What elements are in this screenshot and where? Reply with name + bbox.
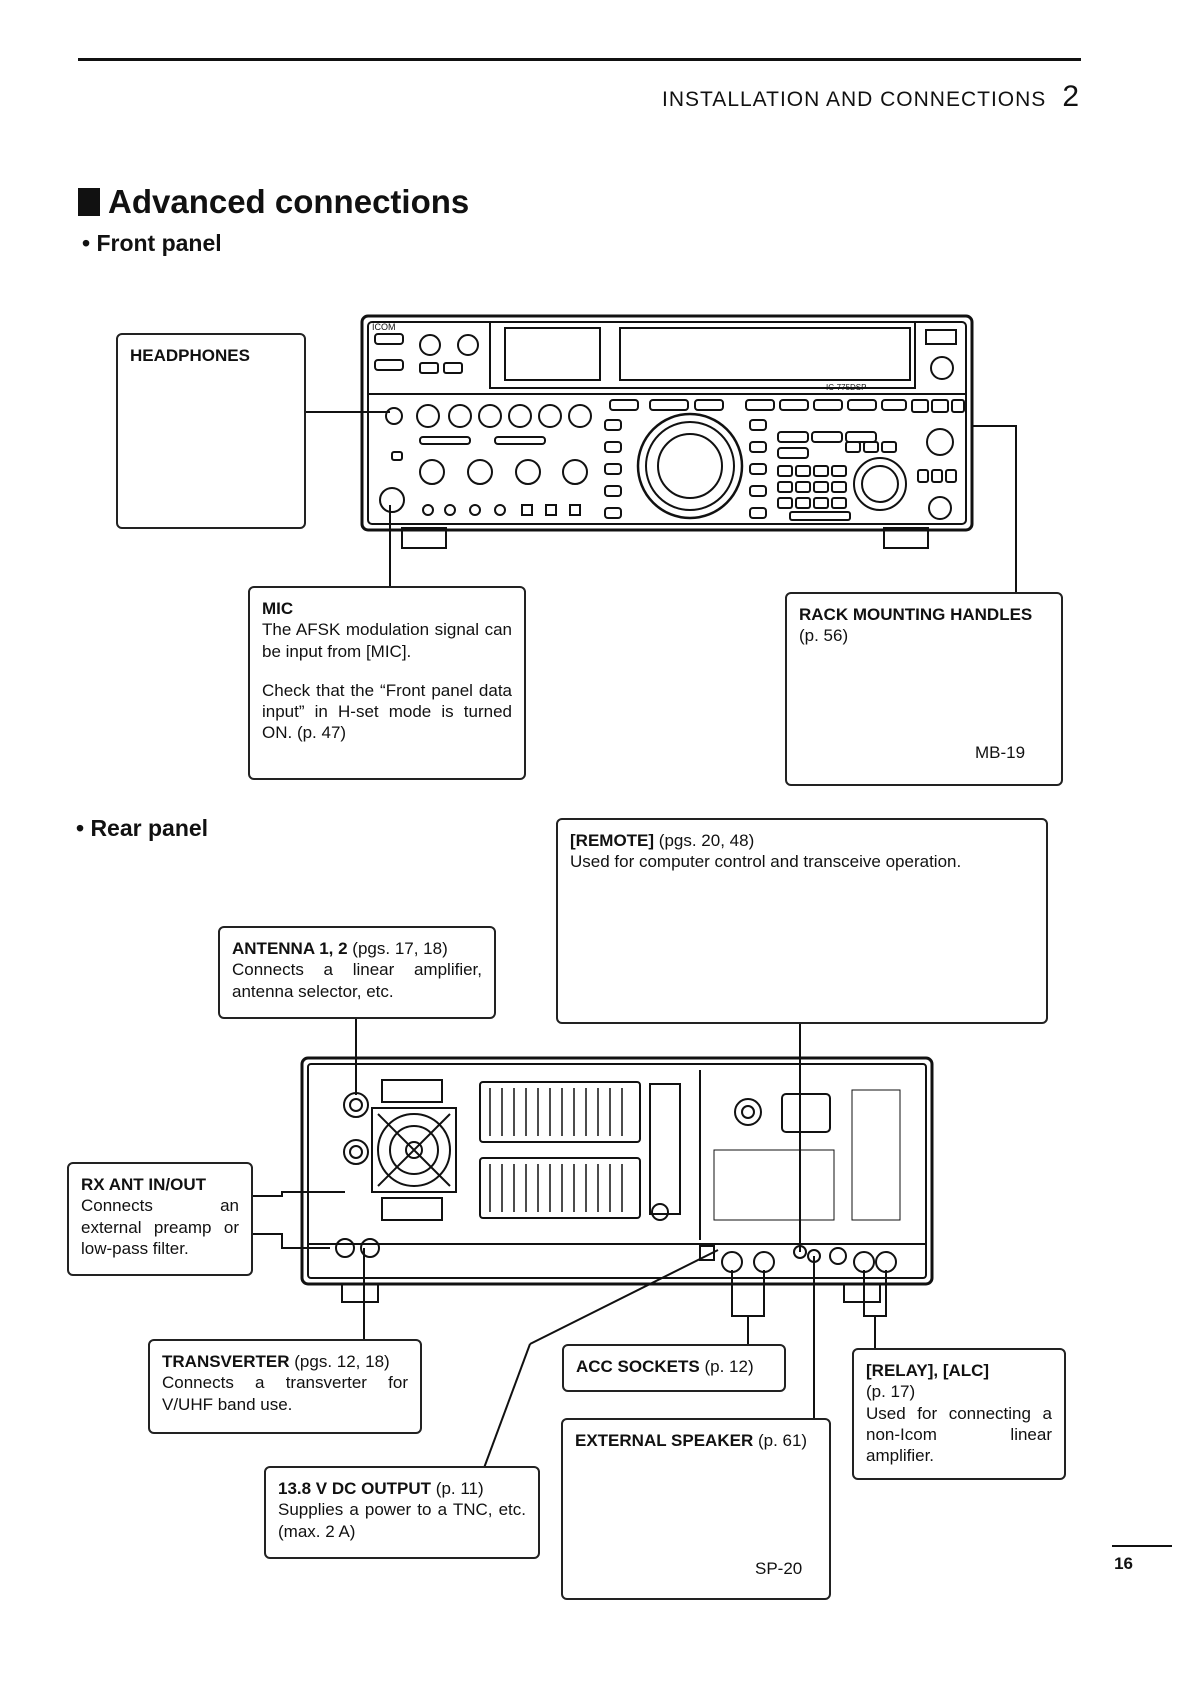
speaker-callout: EXTERNAL SPEAKER (p. 61) SP-20 [561,1418,831,1600]
transverter-text: Connects a transverter for V/UHF band us… [162,1373,408,1414]
rxant-callout: RX ANT IN/OUT Connects an external pream… [67,1162,253,1276]
mic-text-1: The AFSK modulation signal can be input … [262,620,512,661]
remote-title: [REMOTE] [570,831,655,850]
acc-ref: (p. 12) [704,1357,754,1376]
rack-callout: RACK MOUNTING HANDLES (p. 56) MB-19 [785,592,1063,786]
chapter-number: 2 [1062,80,1080,113]
radio-model: IC-775DSP [826,383,866,392]
rack-ref: (p. 56) [799,626,849,646]
rxant-text: Connects an external preamp or low-pass … [81,1196,239,1258]
dcout-title: 13.8 V DC OUTPUT [278,1479,432,1498]
headphones-callout: HEADPHONES [116,333,306,529]
section-title: INSTALLATION AND CONNECTIONS [662,88,1047,111]
speaker-title: EXTERNAL SPEAKER [575,1431,754,1450]
front-panel-heading: • Front panel [82,230,222,256]
radio-brand: ICOM [372,322,396,332]
acc-title: ACC SOCKETS [576,1357,700,1376]
antenna-text: Connects a linear amplifier, antenna sel… [232,960,482,1001]
dcout-callout: 13.8 V DC OUTPUT (p. 11) Supplies a powe… [264,1466,540,1559]
headphones-title: HEADPHONES [130,346,250,365]
transverter-callout: TRANSVERTER (pgs. 12, 18) Connects a tra… [148,1339,422,1434]
rxant-title: RX ANT IN/OUT [81,1175,206,1194]
mic-text-2: Check that the “Front panel data input” … [262,680,512,743]
page-number-rule [1112,1545,1172,1547]
mic-callout: MIC The AFSK modulation signal can be in… [248,586,526,780]
acc-callout: ACC SOCKETS (p. 12) [562,1344,786,1392]
antenna-title: ANTENNA 1, 2 [232,939,348,958]
remote-text: Used for computer control and transceive… [570,852,962,872]
dcout-ref: (p. 11) [435,1479,484,1498]
speaker-ref: (p. 61) [757,1431,808,1450]
relay-title: [RELAY], [ALC] [866,1361,990,1380]
rack-model: MB-19 [975,743,1026,762]
relay-callout: [RELAY], [ALC] (p. 17) Used for connecti… [852,1348,1066,1480]
dcout-text: Supplies a power to a TNC, etc. (max. 2 … [278,1500,526,1541]
rack-title: RACK MOUNTING HANDLES [799,605,1033,624]
speaker-model: SP-20 [755,1559,803,1578]
running-header: INSTALLATION AND CONNECTIONS 2 [662,80,1080,114]
transverter-ref: (pgs. 12, 18) [294,1352,390,1371]
page-title-text: Advanced connections [108,183,470,220]
rear-panel-heading: • Rear panel [76,815,209,841]
page-title: Advanced connections [78,183,469,221]
page-number: 16 [1114,1554,1133,1573]
relay-ref: (p. 17) [866,1382,916,1402]
antenna-ref: (pgs. 17, 18) [352,939,448,958]
bullet-square-icon [78,188,100,216]
mic-title: MIC [262,599,294,618]
remote-ref: (pgs. 20, 48) [658,831,755,850]
antenna-callout: ANTENNA 1, 2 (pgs. 17, 18) Connects a li… [218,926,496,1019]
relay-text: Used for connecting a non-Icom linear am… [866,1403,1052,1466]
transverter-title: TRANSVERTER [162,1352,290,1371]
remote-callout: [REMOTE] (pgs. 20, 48) Used for computer… [556,818,1048,1024]
top-rule [78,58,1081,61]
